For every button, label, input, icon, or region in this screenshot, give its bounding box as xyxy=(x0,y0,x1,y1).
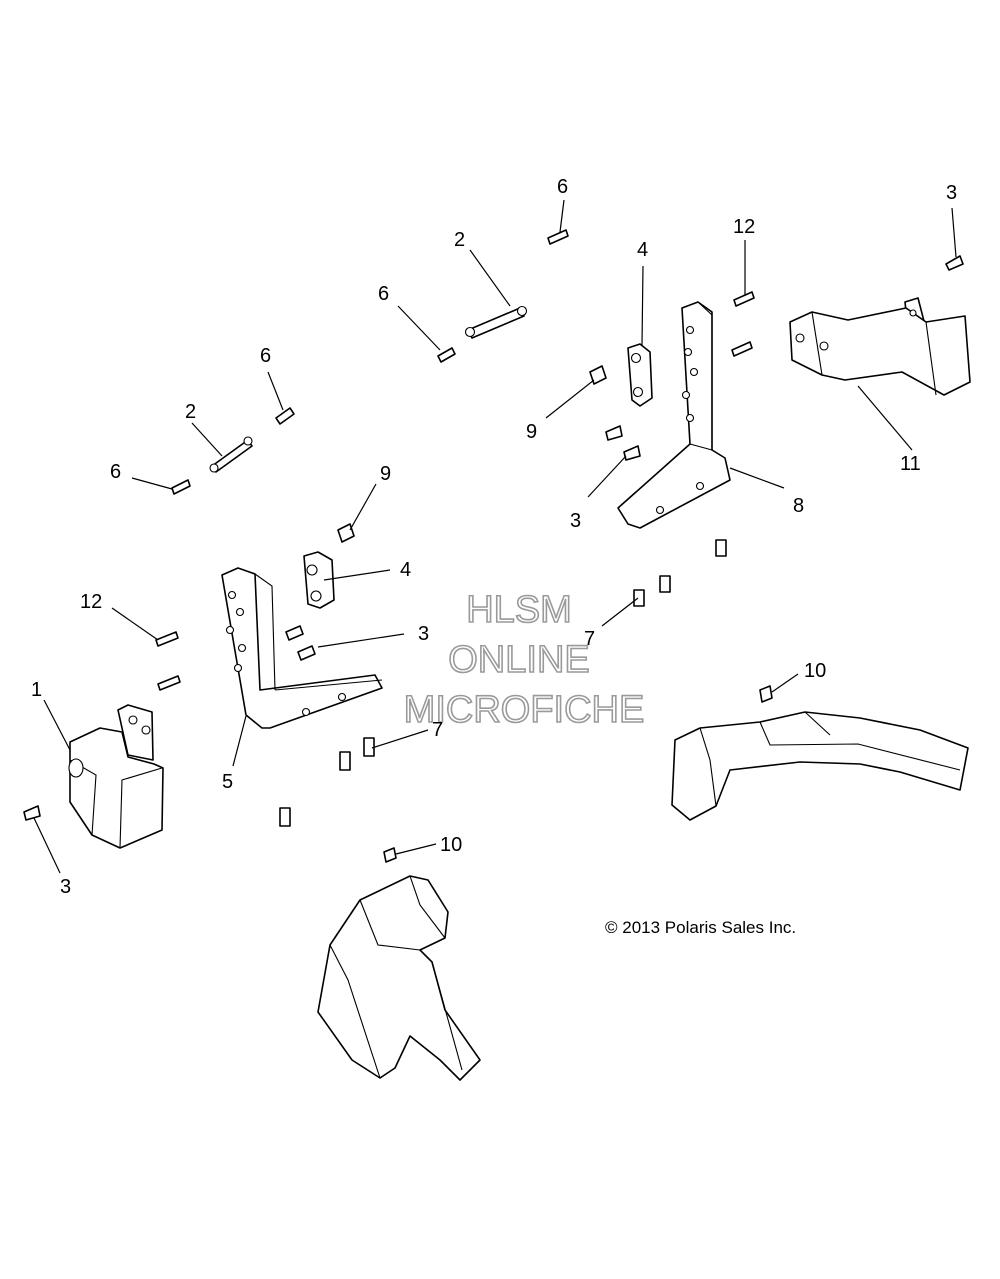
callout-7-right: 7 xyxy=(584,628,595,650)
callout-6-right-lower: 6 xyxy=(378,283,389,305)
copyright-notice: © 2013 Polaris Sales Inc. xyxy=(605,918,796,937)
callout-1: 1 xyxy=(31,679,42,701)
callout-4-right: 4 xyxy=(637,239,648,261)
part-11-right-cover xyxy=(789,297,971,396)
callout-9-right: 9 xyxy=(526,421,537,443)
callout-6-right-upper: 6 xyxy=(557,176,568,198)
part-5-left-bracket xyxy=(221,567,383,729)
watermark-line-2: ONLINE xyxy=(448,639,589,681)
part-4-left-spacer xyxy=(303,551,335,609)
callout-12-left: 12 xyxy=(80,591,102,613)
watermark: HLSM ONLINE MICROFICHE xyxy=(403,588,645,732)
callout-6-left-upper: 6 xyxy=(260,345,271,367)
callout-5: 5 xyxy=(222,771,233,793)
callout-2-right: 2 xyxy=(454,229,465,251)
part-1-left-cover xyxy=(68,704,164,849)
callout-7-left: 7 xyxy=(432,719,443,741)
hardware-fasteners xyxy=(23,229,964,863)
callout-2-left: 2 xyxy=(185,401,196,423)
callout-labels: 1 2 2 3 3 3 3 4 4 5 6 6 6 6 7 7 8 9 9 10… xyxy=(31,176,957,898)
callout-11: 11 xyxy=(900,453,921,475)
callout-10-left: 10 xyxy=(440,834,462,856)
watermark-line-1: HLSM xyxy=(466,589,572,631)
callout-6-left-lower: 6 xyxy=(110,461,121,483)
callout-3-left-bracket: 3 xyxy=(418,623,429,645)
watermark-line-3: MICROFICHE xyxy=(404,689,645,731)
callout-3-right-bracket: 3 xyxy=(570,510,581,532)
part-4-right-spacer xyxy=(627,343,653,407)
part-8-right-bracket xyxy=(617,301,731,529)
part-10-right-panel xyxy=(671,711,969,821)
part-10-left-panel xyxy=(317,875,481,1081)
callout-10-right: 10 xyxy=(804,660,826,682)
callout-9-left: 9 xyxy=(380,463,391,485)
leader-lines xyxy=(33,199,957,874)
callout-3-right-cover: 3 xyxy=(946,182,957,204)
callout-3-left-cover: 3 xyxy=(60,876,71,898)
callout-8: 8 xyxy=(793,495,804,517)
callout-4-left: 4 xyxy=(400,559,411,581)
callout-12-right: 12 xyxy=(733,216,755,238)
